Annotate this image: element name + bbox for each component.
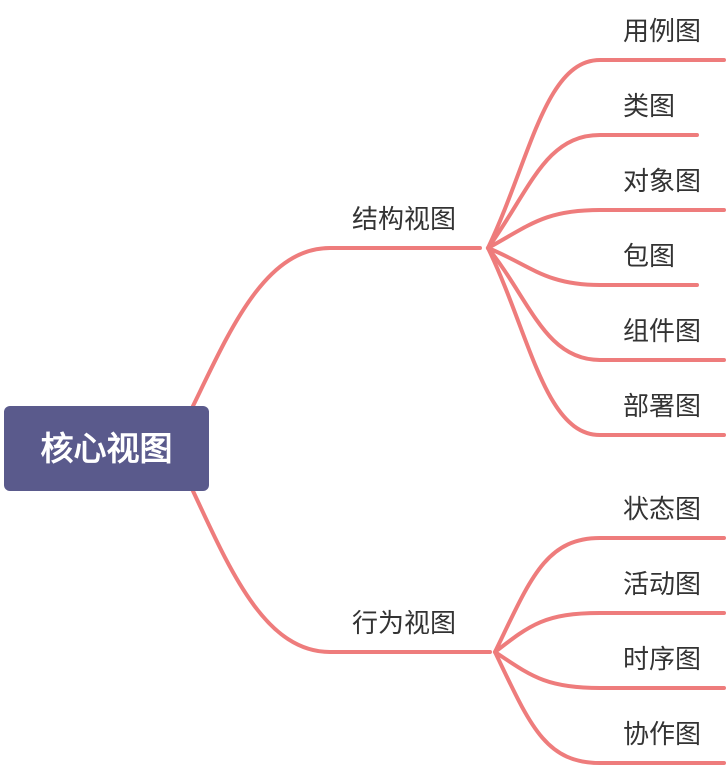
root-label: 核心视图 — [40, 429, 173, 468]
leaf-state[interactable]: 状态图 — [623, 495, 702, 525]
connector-root-structure — [191, 246, 482, 408]
connector-package — [486, 246, 699, 287]
branch-label-structure[interactable]: 结构视图 — [352, 205, 457, 235]
connector-state — [493, 536, 726, 654]
connector-deployment — [486, 246, 726, 437]
connector-component — [486, 246, 726, 362]
leaf-sequence[interactable]: 时序图 — [623, 645, 702, 675]
leaf-collaboration[interactable]: 协作图 — [623, 720, 702, 750]
connector-sequence — [493, 650, 726, 690]
connector-activity — [493, 611, 726, 654]
leaf-deployment[interactable]: 部署图 — [623, 392, 702, 422]
leaf-usecase[interactable]: 用例图 — [623, 17, 702, 47]
leaf-activity[interactable]: 活动图 — [623, 570, 702, 600]
branch-label-behavior[interactable]: 行为视图 — [352, 609, 457, 639]
root-node[interactable] — [4, 406, 209, 491]
connector-class — [486, 133, 699, 250]
connector-usecase — [486, 58, 726, 250]
connector-collaboration — [493, 650, 726, 765]
connector-root-behavior — [191, 489, 492, 654]
leaf-object[interactable]: 对象图 — [623, 167, 702, 197]
leaf-component[interactable]: 组件图 — [623, 317, 702, 347]
leaf-class[interactable]: 类图 — [623, 92, 676, 122]
leaf-package[interactable]: 包图 — [623, 242, 676, 272]
connector-object — [486, 208, 726, 250]
